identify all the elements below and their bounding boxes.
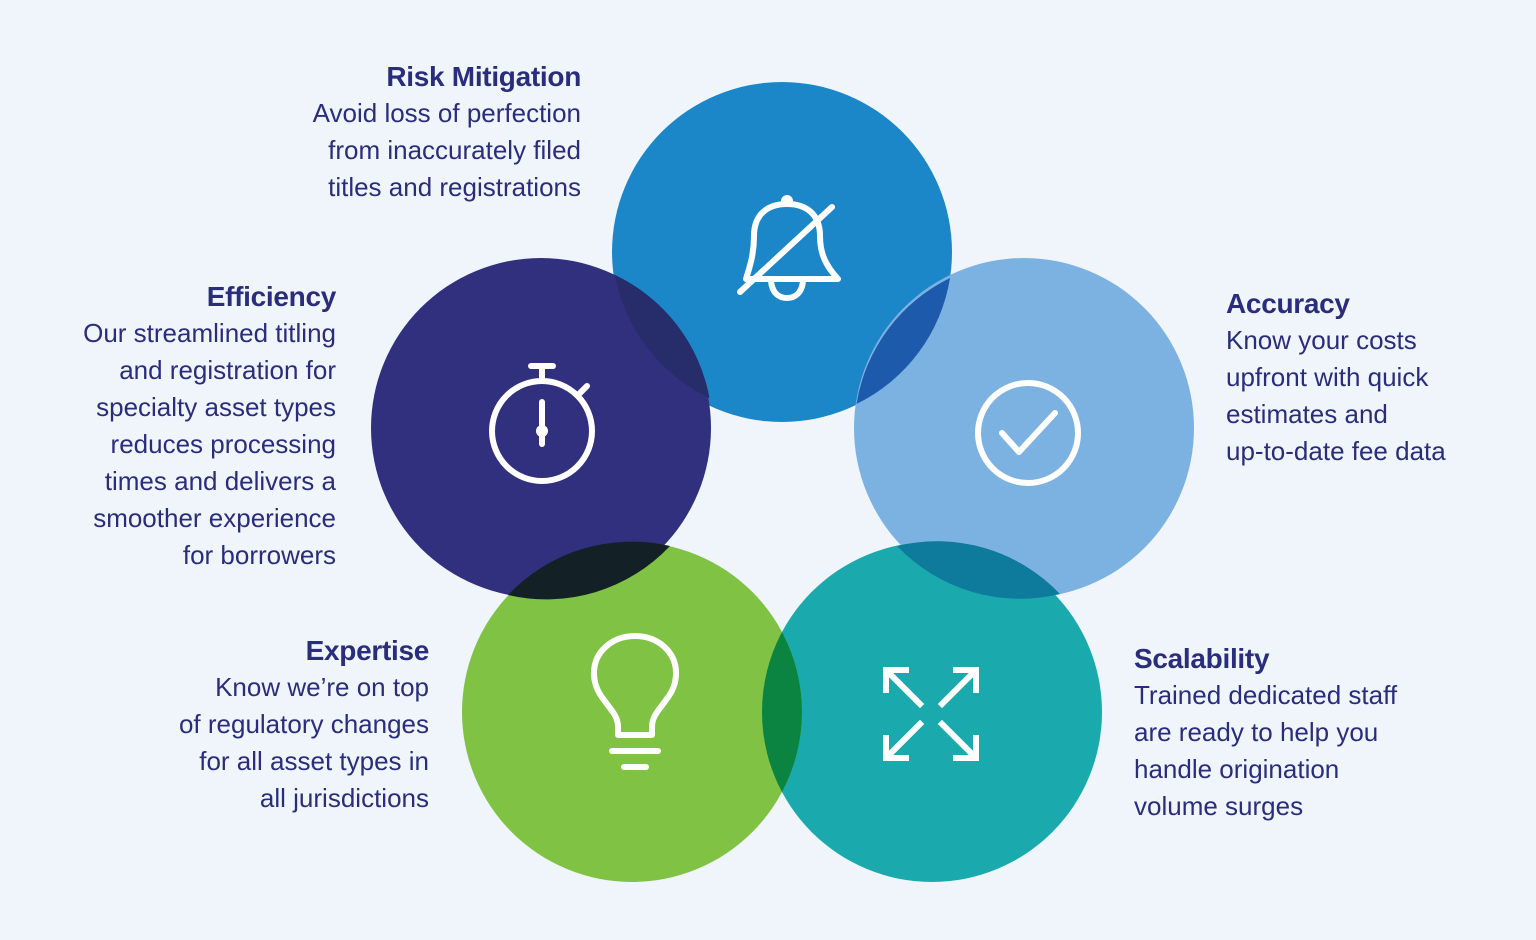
scalability-line-1: Trained dedicated staff bbox=[1134, 680, 1398, 710]
scalability-line-2: are ready to help you bbox=[1134, 717, 1379, 747]
efficiency-title: Efficiency bbox=[206, 281, 337, 312]
accuracy-line-2: upfront with quick bbox=[1226, 362, 1429, 392]
efficiency-line-1: Our streamlined titling bbox=[83, 318, 336, 348]
efficiency-line-2: and registration for bbox=[119, 355, 336, 385]
expertise-line-4: all jurisdictions bbox=[259, 783, 429, 813]
efficiency-line-3: specialty asset types bbox=[96, 392, 336, 422]
expertise-block: Expertise Know we’re on top of regulator… bbox=[179, 632, 429, 817]
accuracy-line-1: Know your costs bbox=[1226, 325, 1417, 355]
overlap-risk-accuracy bbox=[856, 278, 950, 404]
efficiency-block: Efficiency Our streamlined titling and r… bbox=[83, 278, 336, 574]
bell-off-icon bbox=[737, 195, 841, 301]
risk-block: Risk Mitigation Avoid loss of perfection… bbox=[312, 58, 582, 206]
efficiency-line-5: times and delivers a bbox=[104, 466, 336, 496]
accuracy-block: Accuracy Know your costs upfront with qu… bbox=[1226, 285, 1446, 470]
efficiency-line-4: reduces processing bbox=[110, 429, 336, 459]
efficiency-line-7: for borrowers bbox=[182, 540, 336, 570]
scalability-circle bbox=[762, 542, 1102, 882]
scalability-title: Scalability bbox=[1134, 643, 1270, 674]
scalability-block: Scalability Trained dedicated staff are … bbox=[1134, 640, 1397, 825]
risk-line-2: from inaccurately filed bbox=[328, 135, 581, 165]
lightbulb-icon bbox=[591, 633, 679, 770]
overlap-scalability-expertise bbox=[761, 632, 802, 792]
accuracy-circle bbox=[854, 258, 1194, 598]
check-circle-icon bbox=[975, 380, 1081, 486]
risk-line-1: Avoid loss of perfection bbox=[312, 98, 581, 128]
efficiency-line-6: smoother experience bbox=[93, 503, 336, 533]
scalability-line-4: volume surges bbox=[1134, 791, 1304, 821]
overlap-efficiency-risk bbox=[615, 275, 710, 398]
expertise-line-3: for all asset types in bbox=[199, 746, 429, 776]
accuracy-line-3: estimates and bbox=[1226, 399, 1388, 429]
expertise-title: Expertise bbox=[305, 635, 430, 666]
overlap-accuracy-scalability bbox=[897, 541, 1060, 599]
accuracy-line-4: up-to-date fee data bbox=[1226, 436, 1446, 466]
expertise-line-2: of regulatory changes bbox=[178, 709, 429, 739]
risk-line-3: titles and registrations bbox=[328, 172, 581, 202]
accuracy-title: Accuracy bbox=[1226, 288, 1350, 319]
expand-arrows-icon bbox=[883, 667, 979, 761]
expertise-line-1: Know we’re on top bbox=[215, 672, 429, 702]
stopwatch-icon bbox=[489, 363, 595, 484]
expertise-circle bbox=[462, 542, 802, 882]
overlap-expertise-efficiency bbox=[508, 541, 670, 600]
scalability-line-3: handle origination bbox=[1134, 754, 1340, 784]
risk-title: Risk Mitigation bbox=[386, 61, 581, 92]
